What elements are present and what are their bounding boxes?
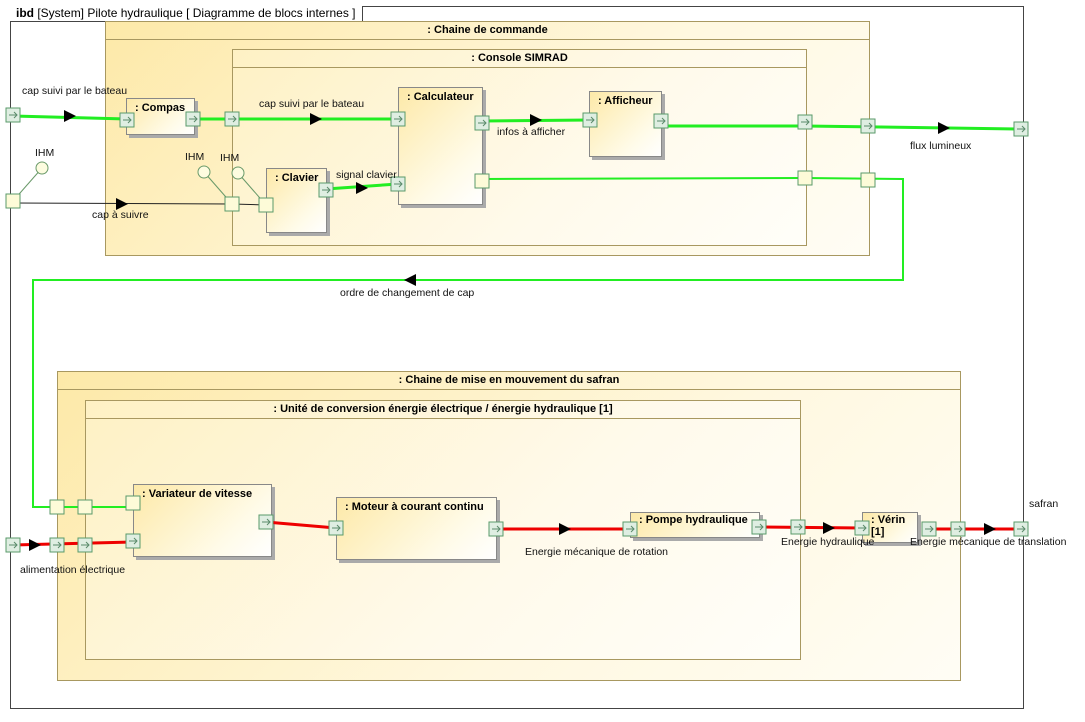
ihm-interface-icon [231,166,245,180]
label-signal-clavier: signal clavier [336,169,397,181]
block-variateur[interactable]: : Variateur de vitesse [133,484,272,557]
port-arrow-icon [586,116,595,124]
label-cap-suivi: cap suivi par le bateau [22,85,128,97]
ihm-interface-icon [35,161,49,175]
port-arrow-icon [123,116,132,124]
label-alim: alimentation électrique [20,564,126,576]
port-arrow-icon [492,525,501,533]
port-arrow-icon [53,541,62,549]
port-arrow-icon [925,525,934,533]
flow-arrow [310,113,322,125]
proxy-port [49,499,65,515]
port-arrow-icon [626,525,635,533]
port-arrow-icon [332,524,341,532]
port-arrow-icon [801,118,810,126]
port-arrow-icon [9,111,18,119]
port-arrow-icon [262,518,271,526]
label-cap-suivi-2: cap suivi par le bateau [259,98,365,110]
port-arrow-icon [394,180,403,188]
label-energie-hydraulique: Energie hydraulique [781,536,875,548]
part-title: : Chaine de mise en mouvement du safran [58,372,960,390]
diagram-title: [System] Pilote hydraulique [ Diagramme … [37,6,356,20]
proxy-port [77,499,93,515]
proxy-port [474,173,490,189]
label-ihm: IHM [220,152,240,164]
diagram-kind: ibd [16,6,34,20]
label-safran: safran [1029,498,1059,510]
port-arrow-icon [394,115,403,123]
connector-variateur-moteur [265,520,337,530]
label-cap-a-suivre: cap à suivre [92,209,149,221]
block-pompe[interactable]: : Pompe hydraulique [630,512,760,538]
block-moteur[interactable]: : Moteur à courant continu [336,497,497,560]
block-verin[interactable]: : Vérin [1] [862,512,918,543]
diagram-frame [10,6,1024,709]
flow-arrow [116,198,128,210]
flow-arrow [64,110,76,122]
connector-energie-hydraulique [758,525,863,530]
label-energie-rotation: Energie mécanique de rotation [525,546,669,558]
connector-ordre [32,176,904,508]
flow-arrow [404,274,416,286]
block-compas[interactable]: : Compas [126,98,195,135]
block-afficheur[interactable]: : Afficheur [589,91,662,157]
proxy-port [797,170,813,186]
proxy-port [860,172,876,188]
proxy-port [5,193,21,209]
port-arrow-icon [189,115,198,123]
ihm-interface-icon [197,165,211,179]
port-arrow-icon [228,115,237,123]
label-ihm: IHM [35,147,55,159]
label-infos: infos à afficher [497,126,566,138]
flow-arrow [938,122,950,134]
label-flux: flux lumineux [910,140,972,152]
port-arrow-icon [657,117,666,125]
connector-flux [661,124,1022,131]
label-energie-translation: Energie mécanique de translation [910,536,1067,548]
flow-arrow [823,522,835,534]
port-arrow-icon [858,524,867,532]
part-title: : Chaine de commande [106,22,869,40]
port-arrow-icon [1017,525,1026,533]
proxy-port [258,197,274,213]
port-arrow-icon [755,523,764,531]
port-arrow-icon [81,541,90,549]
flow-arrow [559,523,571,535]
port-arrow-icon [1017,125,1026,133]
flow-arrow [530,114,542,126]
diagram-header: ibd [System] Pilote hydraulique [ Diagra… [10,6,363,22]
port-arrow-icon [478,119,487,127]
part-title: : Unité de conversion énergie électrique… [86,401,800,419]
port-arrow-icon [129,537,138,545]
part-console-simrad[interactable]: : Console SIMRAD [232,49,807,246]
proxy-port [125,495,141,511]
port-arrow-icon [322,186,331,194]
part-title: : Console SIMRAD [233,50,806,68]
port-arrow-icon [9,541,18,549]
proxy-port [224,196,240,212]
label-ordre: ordre de changement de cap [340,287,475,299]
flow-arrow [29,539,41,551]
block-clavier[interactable]: : Clavier [266,168,327,233]
label-ihm: IHM [185,151,205,163]
port-arrow-icon [794,523,803,531]
block-calculateur[interactable]: : Calculateur [398,87,483,205]
flow-arrow [356,182,368,194]
port-arrow-icon [954,525,963,533]
port-arrow-icon [864,122,873,130]
flow-arrow [984,523,996,535]
